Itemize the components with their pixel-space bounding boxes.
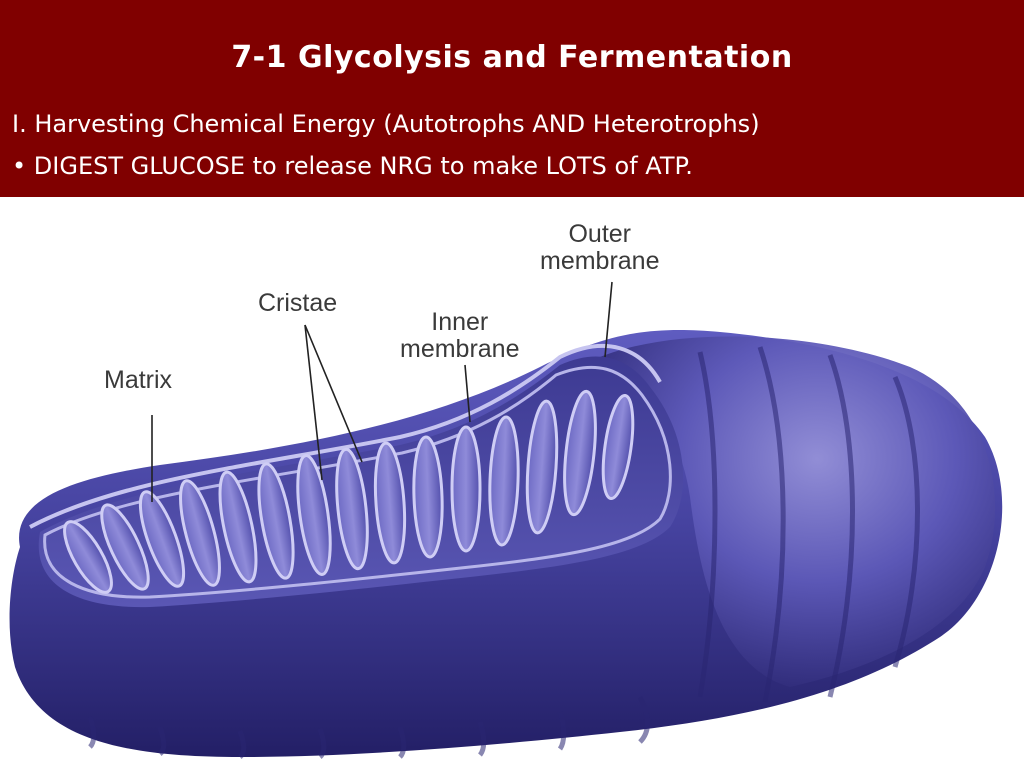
outer-folds [87, 346, 920, 759]
label-inner-membrane: Inner membrane [400, 309, 520, 363]
outer-cap [600, 336, 996, 687]
label-inner-line1: Inner [431, 308, 489, 336]
label-inner-line2: membrane [400, 335, 520, 363]
mitochondrion-diagram: Matrix Cristae Inner membrane Outer memb… [0, 197, 1024, 768]
bullet-digest-glucose: • DIGEST GLUCOSE to release NRG to make … [12, 152, 693, 180]
leader-lines [151, 281, 613, 502]
label-matrix: Matrix [104, 366, 173, 394]
inner-membrane-edge [43, 365, 672, 599]
label-outer-line2: membrane [540, 247, 660, 275]
label-outer-membrane: Outer membrane [540, 221, 660, 275]
label-outer-line1: Outer [568, 220, 632, 248]
cristae-folds [63, 389, 635, 594]
label-cristae: Cristae [258, 289, 338, 317]
mitochondrion-illustration [9, 281, 1003, 759]
heading-harvesting-energy: I. Harvesting Chemical Energy (Autotroph… [12, 110, 760, 138]
title-bar: 7-1 Glycolysis and Fermentation I. Harve… [0, 0, 1024, 197]
slide-title: 7-1 Glycolysis and Fermentation [231, 40, 793, 75]
